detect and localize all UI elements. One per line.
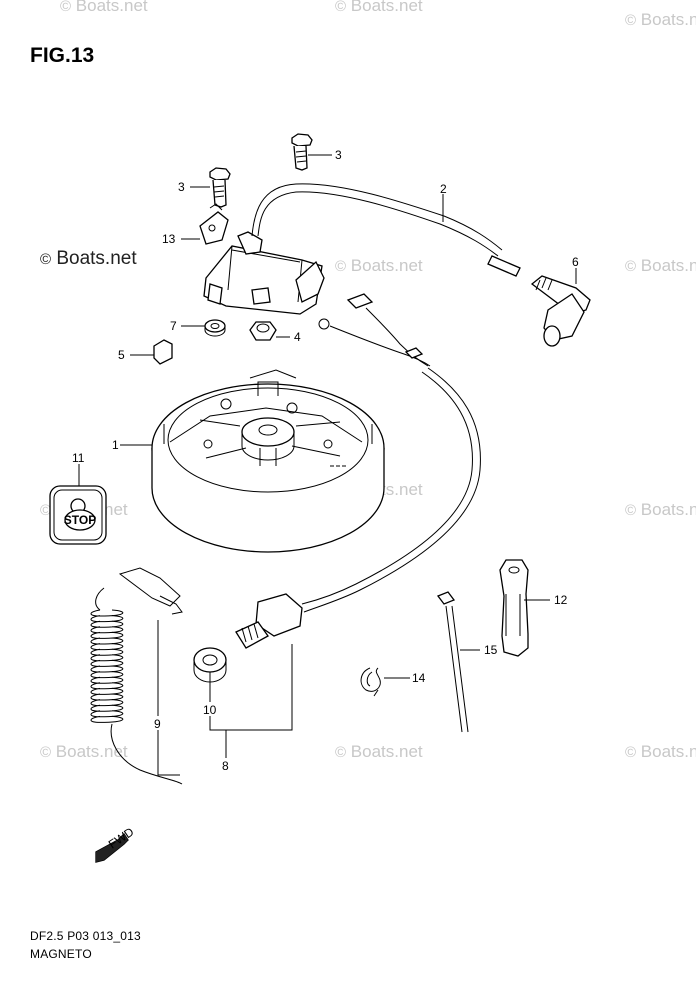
watermark: © Boats.net: [625, 500, 696, 519]
watermark: © Boats.net: [40, 742, 128, 761]
forward-arrow-icon: [95, 832, 129, 863]
flywheel: [151, 369, 385, 553]
bracket-part-12: [499, 559, 529, 657]
bolt-part-3-upper: [291, 133, 313, 171]
watermark-dark: © Boats.net: [40, 248, 137, 269]
cable-tie-part-15: [436, 591, 469, 733]
stop-switch-assembly: [235, 593, 303, 649]
callout-11: 11: [72, 451, 85, 465]
high-tension-lead: [251, 183, 521, 277]
callout-numbers: 1 2 3 3 4 5 6 7 8 9 10 11 12 13 14 15: [72, 148, 579, 773]
forward-arrow-label: FWD: [106, 824, 137, 851]
figure-title: FIG.13: [30, 44, 95, 67]
clip-part-14: [360, 667, 381, 697]
spark-plug-cap: [530, 275, 591, 347]
watermark: © Boats.net: [625, 10, 696, 29]
stop-plate-part-11: [49, 485, 107, 545]
coiled-lanyard-part-9: [90, 567, 183, 785]
watermark: © Boats.net: [335, 742, 423, 761]
callout-8: 8: [222, 759, 229, 773]
ignition-coil: [203, 231, 325, 315]
watermark: © Boats.net: [625, 742, 696, 761]
nut-part-4: [249, 321, 277, 341]
callout-14: 14: [412, 671, 426, 685]
callout-6: 6: [572, 255, 579, 269]
callout-7: 7: [170, 319, 177, 333]
stop-plate-label: STOP: [64, 513, 96, 527]
callout-13: 13: [162, 232, 176, 246]
callout-12: 12: [554, 593, 568, 607]
callout-3-upper: 3: [335, 148, 342, 162]
callout-1: 1: [112, 438, 119, 452]
watermark: © Boats.net: [335, 0, 423, 15]
callout-9: 9: [154, 717, 161, 731]
watermark: © Boats.net: [60, 0, 148, 15]
footer-name: MAGNETO: [30, 947, 92, 961]
callout-3-lower: 3: [178, 180, 185, 194]
bolt-part-3-lower: [209, 167, 231, 208]
watermark: © Boats.net: [335, 256, 423, 275]
key-part-5: [153, 339, 173, 365]
footer-code: DF2.5 P03 013_013: [30, 929, 141, 943]
watermark: © Boats.net: [625, 256, 696, 275]
stop-switch-leads: [301, 293, 481, 613]
clamp-part-13: [199, 203, 229, 245]
callout-5: 5: [118, 348, 125, 362]
callout-10: 10: [203, 703, 217, 717]
callout-15: 15: [484, 643, 498, 657]
washer-part-7: [204, 319, 226, 337]
callout-2: 2: [440, 182, 447, 196]
leader-lines: [78, 154, 577, 776]
callout-4: 4: [294, 330, 301, 344]
